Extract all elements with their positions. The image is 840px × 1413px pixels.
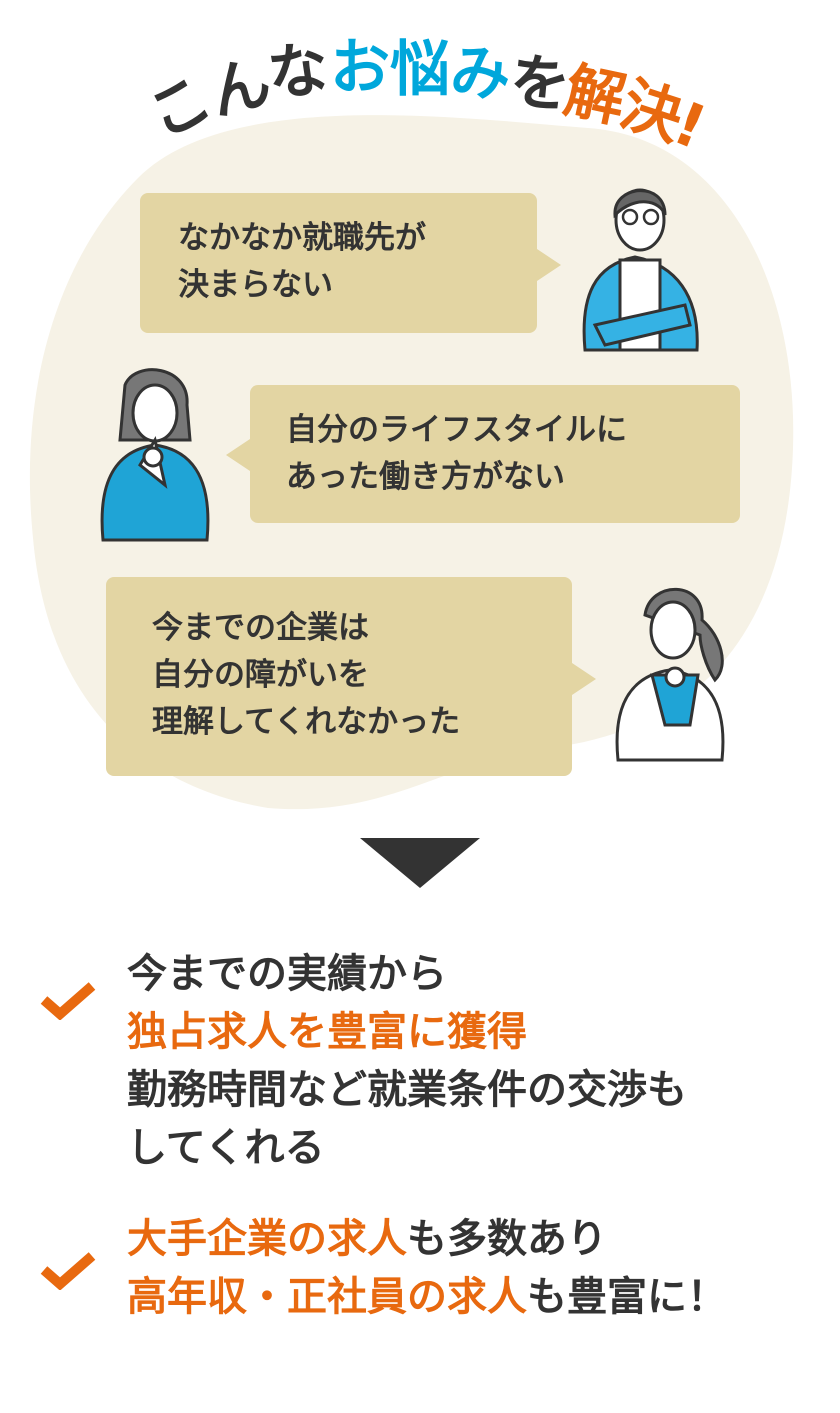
worry-bubble-3: 今までの企業は 自分の障がいを 理解してくれなかった xyxy=(106,577,596,776)
bubble-line: 理解してくれなかった xyxy=(152,704,461,740)
bubble-line: 自分のライフスタイルに xyxy=(286,412,627,448)
worry-bubble-1: なかなか就職先が 決まらない xyxy=(140,193,561,333)
solution-line: してくれる xyxy=(127,1125,325,1171)
bubble-line: なかなか就職先が xyxy=(178,220,426,256)
solution-line: 勤務時間など就業条件の交渉も xyxy=(127,1067,687,1113)
woman-ponytail-thinking-illustration xyxy=(615,587,725,762)
solution-1: 今までの実績から 独占求人を豊富に獲得 勤務時間など就業条件の交渉も してくれる xyxy=(127,945,687,1177)
bubble-tail xyxy=(537,249,561,281)
down-arrow-icon xyxy=(360,838,480,888)
bubble-line: 今までの企業は xyxy=(152,610,369,646)
title-char: お xyxy=(330,33,390,103)
title-char: な xyxy=(264,34,332,110)
solution-highlight: 大手企業の求人 xyxy=(127,1216,407,1262)
solution-text: も豊富に！ xyxy=(527,1274,727,1320)
bubble-tail xyxy=(226,439,250,471)
bubble-line: 決まらない xyxy=(178,267,333,303)
worry-bubble-2: 自分のライフスタイルに あった働き方がない xyxy=(226,385,740,523)
solution-highlight: 独占求人を豊富に獲得 xyxy=(127,1009,527,1055)
bubble-line: 自分の障がいを xyxy=(152,657,369,693)
man-crossed-arms-illustration xyxy=(582,188,699,352)
check-icon xyxy=(40,982,96,1020)
solution-text: も多数あり xyxy=(407,1216,607,1262)
woman-thinking-illustration xyxy=(100,368,210,542)
bubble-tail xyxy=(572,663,596,695)
solution-2: 大手企業の求人も多数あり 高年収・正社員の求人も豊富に！ xyxy=(127,1210,727,1326)
solution-highlight: 高年収・正社員の求人 xyxy=(127,1274,527,1320)
title-char: み xyxy=(450,39,510,109)
bubble-line: あった働き方がない xyxy=(286,459,565,495)
solution-line: 今までの実績から xyxy=(127,951,447,997)
check-icon xyxy=(40,1252,96,1290)
title-char: 悩 xyxy=(390,35,450,105)
